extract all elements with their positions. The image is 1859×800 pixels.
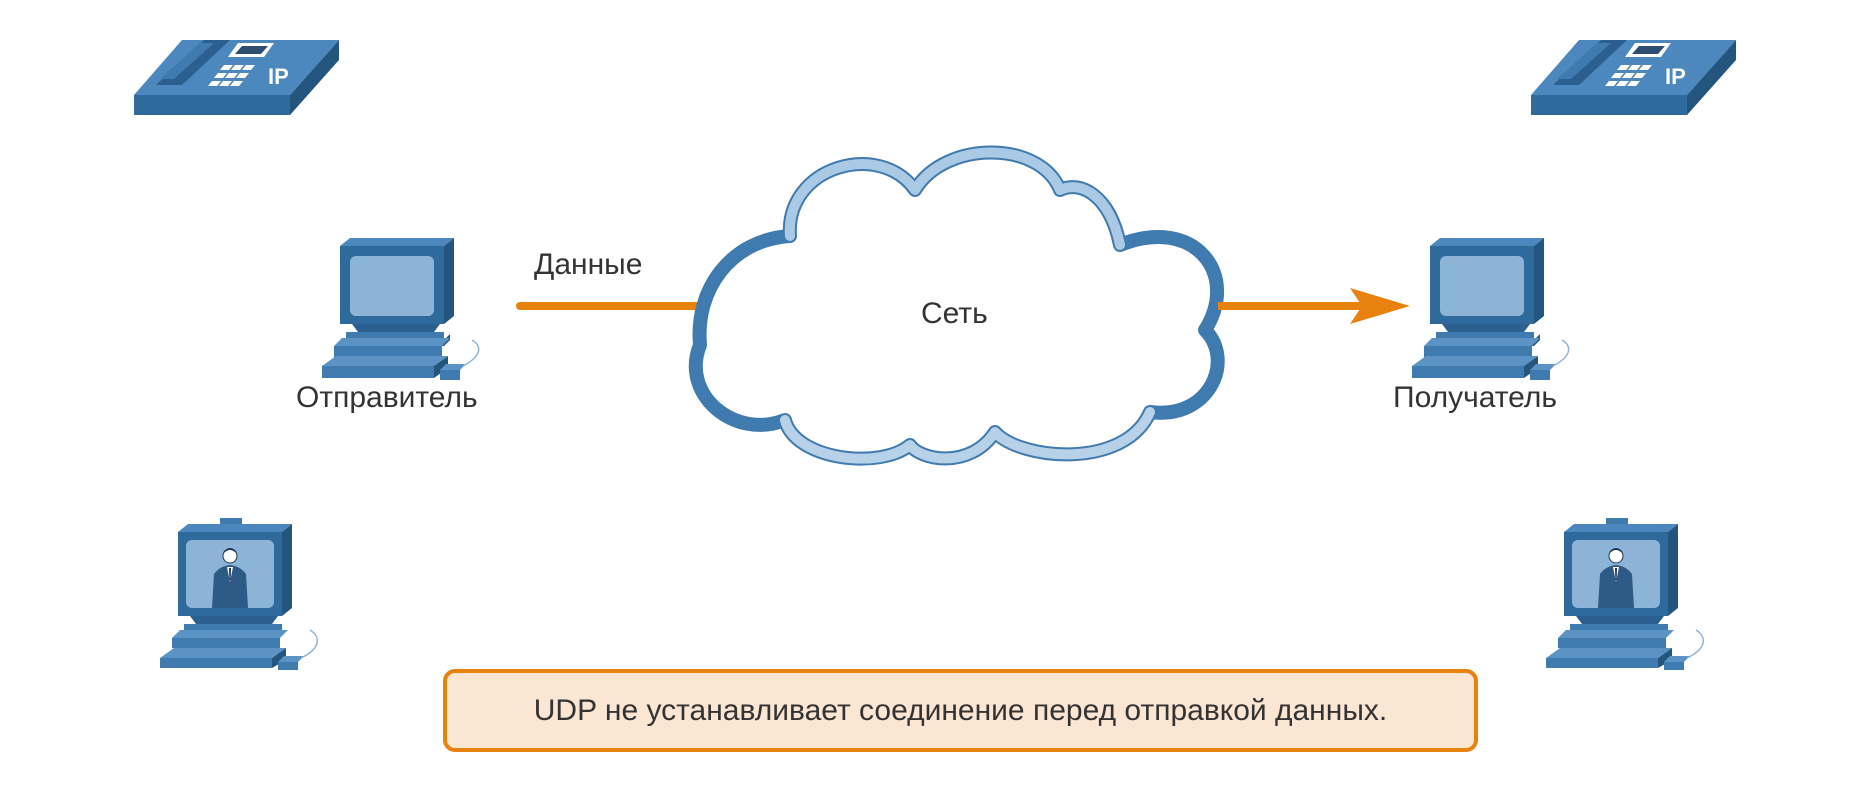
data-label: Данные (534, 248, 643, 281)
sender-label: Отправитель (296, 381, 478, 414)
ip-phone-right-icon (1531, 40, 1736, 115)
network-label: Сеть (921, 297, 988, 330)
arrowhead-icon (1350, 288, 1410, 324)
receiver-label: Получатель (1393, 381, 1557, 414)
receiver-computer-icon (1411, 237, 1570, 381)
udp-callout-box: UDP не устанавливает соединение перед от… (443, 669, 1478, 752)
video-terminal-left-icon (159, 517, 319, 671)
sender-computer-icon (321, 237, 480, 381)
callout-text: UDP не устанавливает соединение перед от… (533, 693, 1388, 727)
ip-phone-left-icon (134, 40, 339, 115)
video-terminal-right-icon (1545, 517, 1705, 671)
network-cloud-icon (688, 145, 1225, 466)
